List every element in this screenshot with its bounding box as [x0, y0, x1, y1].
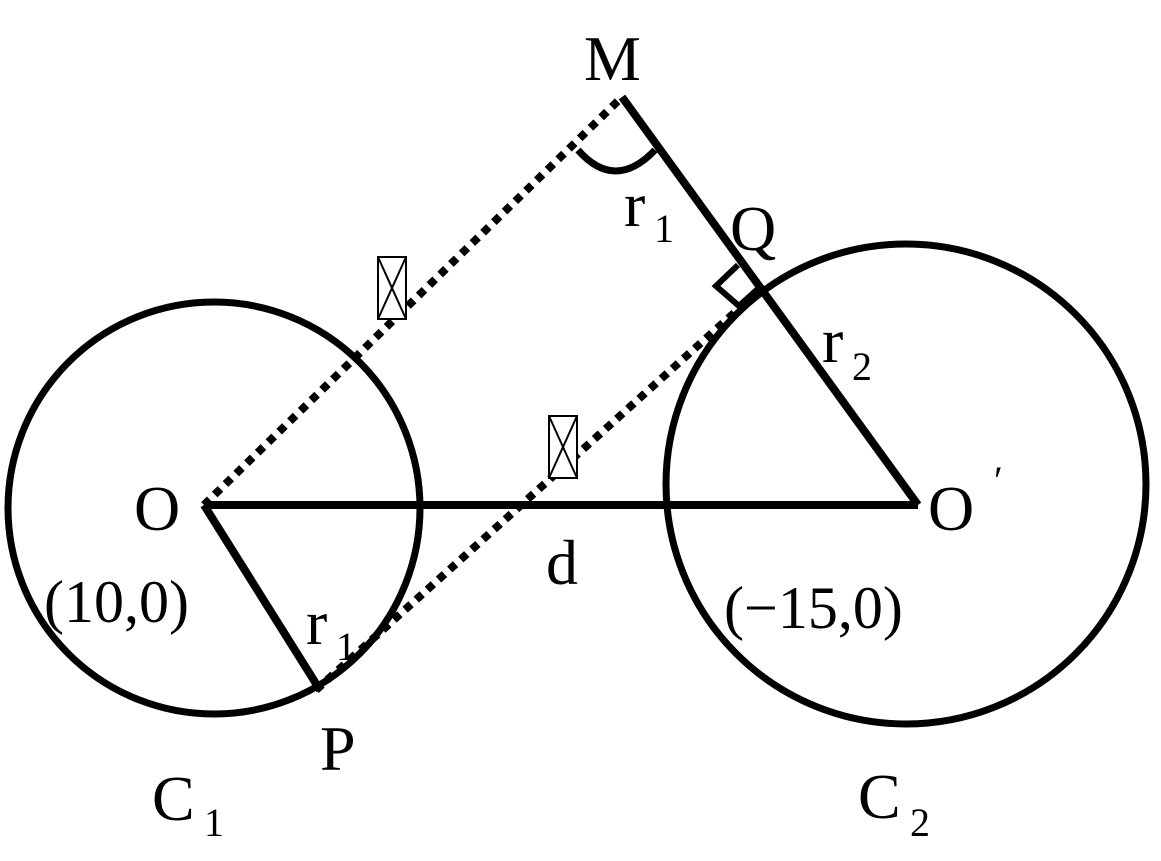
label-c2-sub: 2	[910, 800, 930, 845]
label-o-prime: O	[928, 473, 974, 544]
label-c2: C	[858, 761, 901, 832]
right-angle-marker-q	[711, 262, 763, 311]
label-o-prime-mark: ′	[994, 458, 1003, 503]
label-r1-bottom-sub: 1	[336, 624, 356, 669]
label-r1-top-sub: 1	[654, 206, 674, 251]
label-d: d	[546, 527, 578, 598]
label-c1: C	[152, 763, 195, 834]
coord-o-prime: (−15,0)	[724, 575, 903, 641]
label-r2-sub: 2	[852, 344, 872, 389]
coord-o: (10,0)	[44, 569, 189, 635]
label-m: M	[584, 23, 641, 94]
radius-op	[200, 502, 324, 693]
angle-arc-m	[575, 147, 658, 175]
label-r2: r	[822, 305, 843, 376]
label-p: P	[320, 713, 356, 784]
dotted-line-om	[201, 94, 625, 508]
circle-c2	[662, 240, 1150, 728]
broken-image-icon	[548, 415, 578, 479]
broken-image-icon	[377, 256, 407, 320]
label-r1-top: r	[624, 169, 645, 240]
line-m-o-prime	[618, 94, 922, 508]
dotted-line-pq	[313, 283, 767, 693]
label-q: Q	[730, 193, 776, 264]
label-c1-sub: 1	[204, 800, 224, 845]
label-r1-bottom: r	[306, 587, 327, 658]
label-o: O	[134, 473, 180, 544]
